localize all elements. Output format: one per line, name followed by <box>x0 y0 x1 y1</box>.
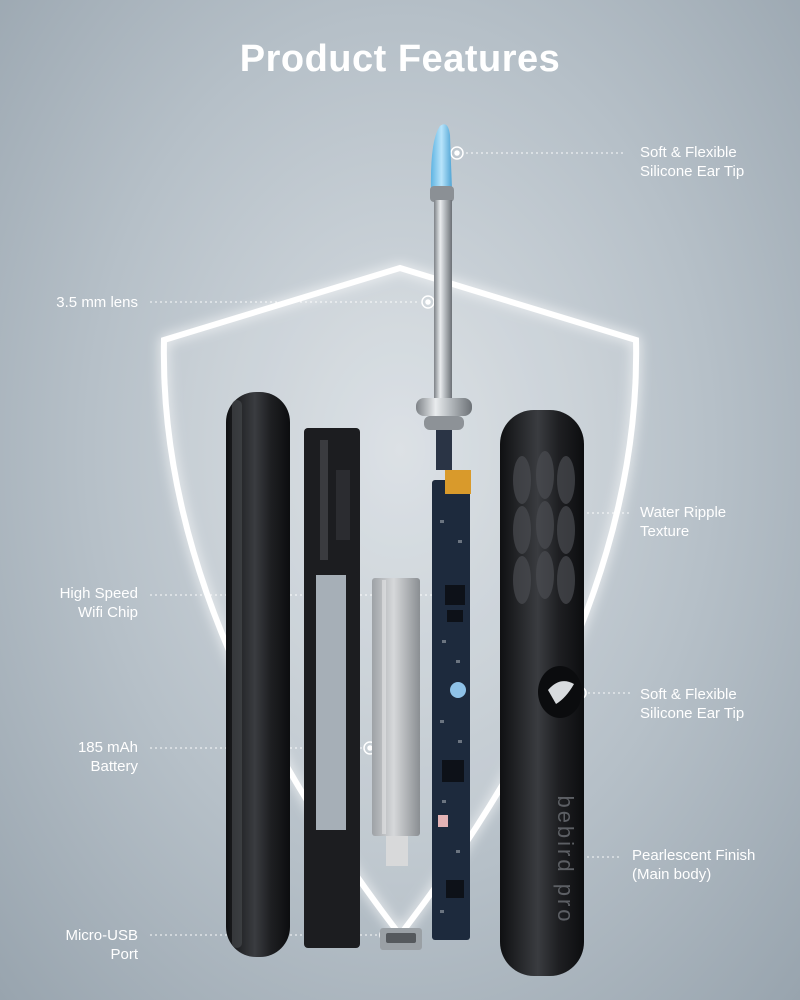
label-line: Battery <box>90 758 138 775</box>
label-pearlescent-finish: Pearlescent Finish (Main body) <box>632 846 755 884</box>
label-line: Pearlescent Finish <box>632 847 756 864</box>
battery <box>372 578 420 866</box>
label-line: Micro-USB <box>65 927 138 944</box>
label-water-ripple: Water Ripple Texture <box>640 503 726 541</box>
ear-tip-probe <box>416 124 472 470</box>
circuit-board <box>432 470 471 940</box>
label-line: Wifi Chip <box>77 604 138 621</box>
left-shell <box>226 392 290 957</box>
label-line: Water Ripple <box>640 504 727 521</box>
label-line: Port <box>110 946 138 963</box>
label-line: 185 mAh <box>77 739 138 756</box>
label-battery: 185 mAh Battery <box>78 738 138 776</box>
main-body <box>500 410 584 976</box>
label-line: Soft & Flexible <box>640 686 737 703</box>
label-wifi-chip: High Speed Wifi Chip <box>60 584 138 622</box>
label-line: Silicone Ear Tip <box>640 163 745 180</box>
label-ear-tip-mid: Soft & Flexible Silicone Ear Tip <box>640 685 744 723</box>
page-title: Product Features <box>239 38 561 80</box>
label-lens: 3.5 mm lens <box>56 293 138 312</box>
label-line: High Speed <box>59 585 138 602</box>
label-line: (Main body) <box>632 866 712 883</box>
label-line: Texture <box>640 523 690 540</box>
brand-mark: bebird pro <box>553 795 578 924</box>
label-line: Soft & Flexible <box>640 144 737 161</box>
inner-frame <box>304 428 360 948</box>
micro-usb-port <box>380 928 422 950</box>
label-micro-usb: Micro-USB Port <box>65 926 138 964</box>
label-line: 3.5 mm lens <box>56 294 138 311</box>
label-ear-tip-top: Soft & Flexible Silicone Ear Tip <box>640 143 744 181</box>
label-line: Silicone Ear Tip <box>640 705 745 722</box>
